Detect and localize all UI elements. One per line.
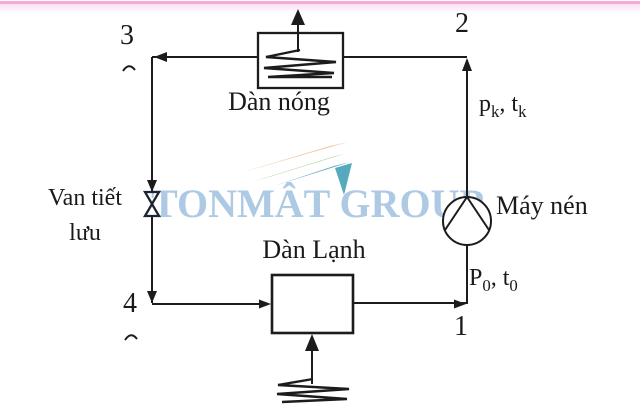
evaporator-icon [270,273,355,335]
p0-subscript: 0 [482,275,491,295]
swoosh-teal-triangle [335,163,352,195]
state-point-1: 1 [454,311,468,342]
heat-out-arrow-icon [291,9,305,25]
caret-mark [122,65,136,72]
state-point-2: 2 [455,8,469,39]
flow-arrow-right-icon [259,299,271,309]
evaporator-heat-arrow [276,334,350,404]
compressor-icon [442,196,492,246]
flow-arrow-down-icon [147,180,157,192]
top-pink-border [0,1,640,4]
pk-subscript: k [491,101,500,121]
expansion-valve-icon [142,190,162,218]
high-side-pressure-label: pk, tk [479,91,526,121]
caret-mark [124,334,138,341]
t0-subscript: 0 [509,275,518,295]
evaporator-coil-icon [276,377,350,404]
flow-arrow-up-icon [462,58,472,71]
state-point-3: 3 [120,20,134,51]
swoosh-orange-stripe [240,142,348,173]
pipe-left [147,57,157,303]
compressor-label: Máy nén [496,191,588,220]
tk-symbol: t [511,91,519,117]
flow-arrow-down-icon [147,291,157,303]
state-point-4: 4 [123,288,137,319]
evaporator-label: Dàn Lạnh [262,235,366,264]
pipe-bottom [152,299,467,309]
expansion-valve-label-line1: Van tiết [48,185,122,211]
condenser-coil-icon [263,48,337,79]
top-pink-fade [0,4,640,13]
separator: , [499,91,512,117]
heat-in-arrow-icon [305,334,319,351]
low-side-pressure-label: P0, t0 [469,265,518,295]
pk-symbol: p [479,91,491,117]
pipe-right [462,58,472,304]
expansion-valve-label: Van tiết lưu [30,181,140,251]
condenser-label: Dàn nóng [228,87,330,116]
watermark-text: TONMÂT GROUP [151,181,484,226]
p0-symbol: P [469,265,483,291]
swoosh-green-stripe [252,153,347,182]
flow-arrow-left-icon [154,52,167,62]
flow-arrow-right-icon [454,299,466,309]
condenser-icon [256,9,345,90]
expansion-valve-label-line2: lưu [69,220,101,246]
tk-subscript: k [518,101,527,121]
pipe-top [152,52,467,62]
separator: , [490,265,503,291]
t0-symbol: t [502,265,510,291]
